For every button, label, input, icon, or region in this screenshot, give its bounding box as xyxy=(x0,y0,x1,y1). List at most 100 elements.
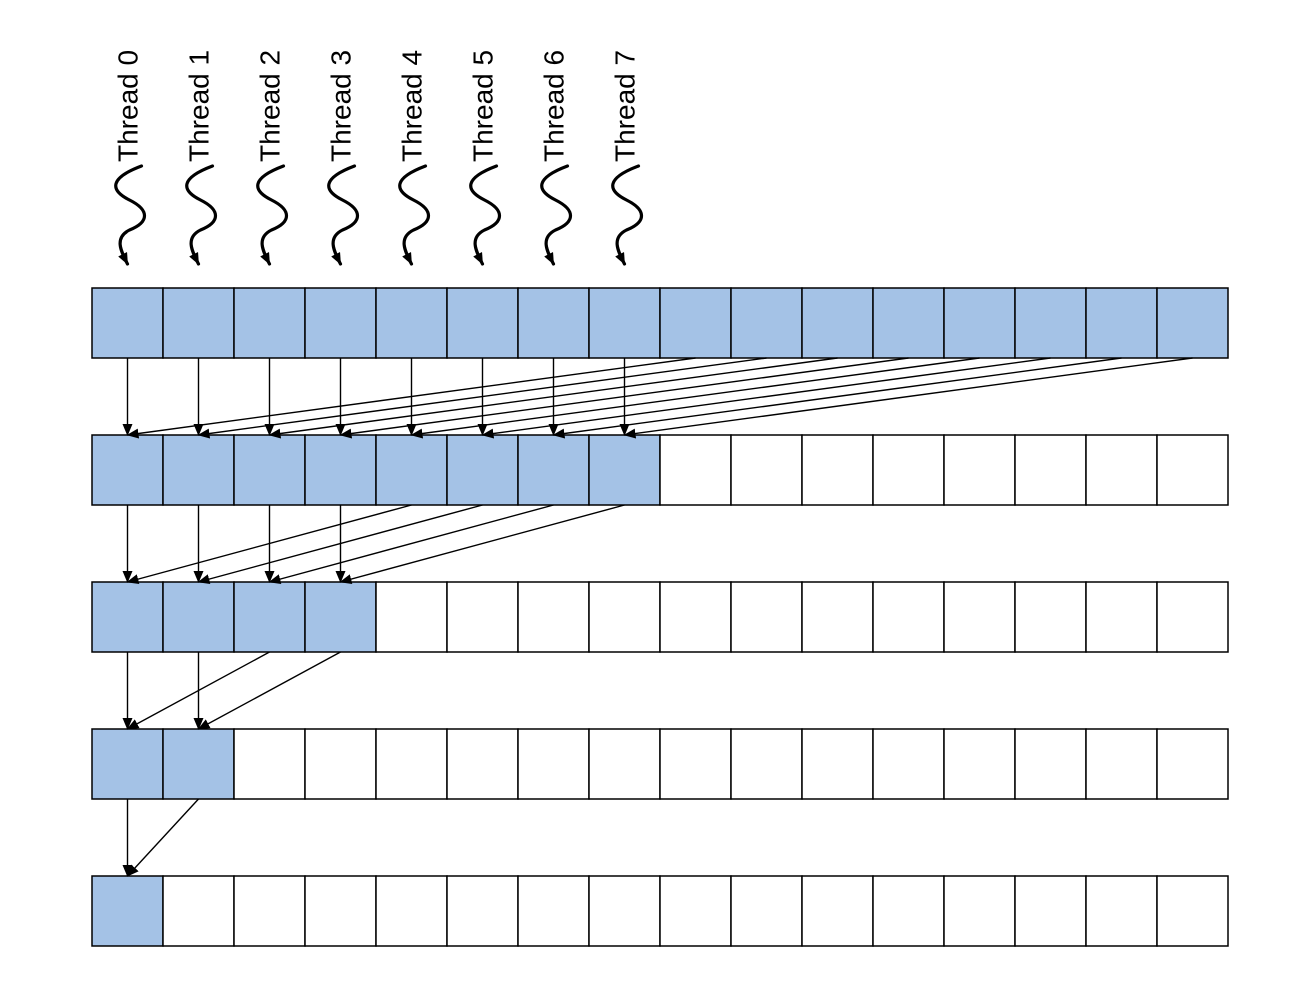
array-cell-empty xyxy=(659,434,732,506)
wavy-arrow-icon xyxy=(327,164,360,266)
thread-2: Thread 2 xyxy=(255,50,289,266)
wavy-arrow-icon xyxy=(185,164,218,266)
array-cell-empty xyxy=(801,581,874,653)
array-cell-filled xyxy=(730,287,803,359)
array-cell-filled xyxy=(517,287,590,359)
array-cell-empty xyxy=(233,875,306,947)
array-cell-empty xyxy=(1014,581,1087,653)
array-cell-empty xyxy=(730,728,803,800)
thread-4: Thread 4 xyxy=(397,50,431,266)
array-cell-filled xyxy=(162,287,235,359)
array-cell-empty xyxy=(446,875,519,947)
array-cell-filled xyxy=(233,434,306,506)
thread-7: Thread 7 xyxy=(610,50,644,266)
wavy-arrow-icon xyxy=(469,164,502,266)
array-cell-empty xyxy=(801,875,874,947)
array-cell-empty xyxy=(801,728,874,800)
wavy-arrow-icon xyxy=(540,164,573,266)
array-cell-empty xyxy=(1156,875,1229,947)
array-row-1 xyxy=(91,434,1229,506)
thread-label: Thread 5 xyxy=(468,50,499,162)
array-cell-filled xyxy=(375,287,448,359)
array-row-3 xyxy=(91,728,1229,800)
array-cell-filled xyxy=(91,875,164,947)
array-row-0 xyxy=(91,287,1229,359)
array-cell-empty xyxy=(659,875,732,947)
array-cell-empty xyxy=(517,728,590,800)
reduction-arrow-diagonal xyxy=(410,357,980,439)
array-cell-empty xyxy=(375,581,448,653)
array-cell-filled xyxy=(588,434,661,506)
array-cell-filled xyxy=(375,434,448,506)
threads-group: Thread 0 Thread 1 Thread 2 Thread 3 Thread 4… xyxy=(113,50,644,266)
reduction-arrow-diagonal xyxy=(126,798,200,877)
array-cell-empty xyxy=(1156,728,1229,800)
array-cell-empty xyxy=(659,581,732,653)
array-cell-empty xyxy=(730,581,803,653)
array-cell-filled xyxy=(162,728,235,800)
array-cell-empty xyxy=(233,728,306,800)
array-cell-filled xyxy=(659,287,732,359)
array-cell-empty xyxy=(1085,728,1158,800)
array-cell-filled xyxy=(91,728,164,800)
array-cell-empty xyxy=(588,728,661,800)
thread-label: Thread 2 xyxy=(255,50,286,162)
array-cell-filled xyxy=(517,434,590,506)
array-cell-empty xyxy=(517,581,590,653)
array-cell-filled xyxy=(1014,287,1087,359)
array-cell-filled xyxy=(588,287,661,359)
array-cell-empty xyxy=(872,434,945,506)
thread-label: Thread 7 xyxy=(610,50,641,162)
array-cell-empty xyxy=(872,875,945,947)
thread-5: Thread 5 xyxy=(468,50,502,266)
thread-6: Thread 6 xyxy=(539,50,573,266)
array-cell-empty xyxy=(730,434,803,506)
array-cell-filled xyxy=(91,434,164,506)
thread-label: Thread 1 xyxy=(184,50,215,162)
array-row-2 xyxy=(91,581,1229,653)
reduction-arrows xyxy=(122,357,1193,877)
array-cell-empty xyxy=(1085,581,1158,653)
reduction-arrow-diagonal xyxy=(197,651,341,730)
array-cell-empty xyxy=(1156,581,1229,653)
array-cell-empty xyxy=(943,434,1016,506)
array-cell-empty xyxy=(1014,728,1087,800)
array-cell-empty xyxy=(943,875,1016,947)
array-cell-empty xyxy=(162,875,235,947)
array-cell-empty xyxy=(446,581,519,653)
thread-label: Thread 6 xyxy=(539,50,570,162)
array-cell-filled xyxy=(233,581,306,653)
array-rows xyxy=(91,287,1229,947)
array-row-4 xyxy=(91,875,1229,947)
reduction-arrow-diagonal xyxy=(268,504,554,584)
wavy-arrow-icon xyxy=(114,164,147,266)
array-cell-filled xyxy=(943,287,1016,359)
wavy-arrow-icon xyxy=(398,164,431,266)
wavy-arrow-icon xyxy=(256,164,289,266)
array-cell-empty xyxy=(588,581,661,653)
array-cell-empty xyxy=(304,875,377,947)
thread-label: Thread 3 xyxy=(326,50,357,162)
array-cell-empty xyxy=(1085,434,1158,506)
thread-label: Thread 0 xyxy=(113,50,144,162)
array-cell-empty xyxy=(659,728,732,800)
array-cell-empty xyxy=(1014,875,1087,947)
array-cell-filled xyxy=(162,581,235,653)
array-cell-filled xyxy=(872,287,945,359)
array-cell-filled xyxy=(801,287,874,359)
array-cell-empty xyxy=(943,728,1016,800)
array-cell-empty xyxy=(1014,434,1087,506)
array-cell-filled xyxy=(233,287,306,359)
reduction-arrow-diagonal xyxy=(623,357,1193,439)
reduction-arrow-diagonal xyxy=(481,357,1051,439)
array-cell-empty xyxy=(872,728,945,800)
array-cell-empty xyxy=(943,581,1016,653)
array-cell-empty xyxy=(517,875,590,947)
array-cell-filled xyxy=(446,287,519,359)
array-cell-empty xyxy=(872,581,945,653)
thread-label: Thread 4 xyxy=(397,50,428,162)
array-cell-filled xyxy=(446,434,519,506)
array-cell-empty xyxy=(375,728,448,800)
array-cell-filled xyxy=(91,287,164,359)
